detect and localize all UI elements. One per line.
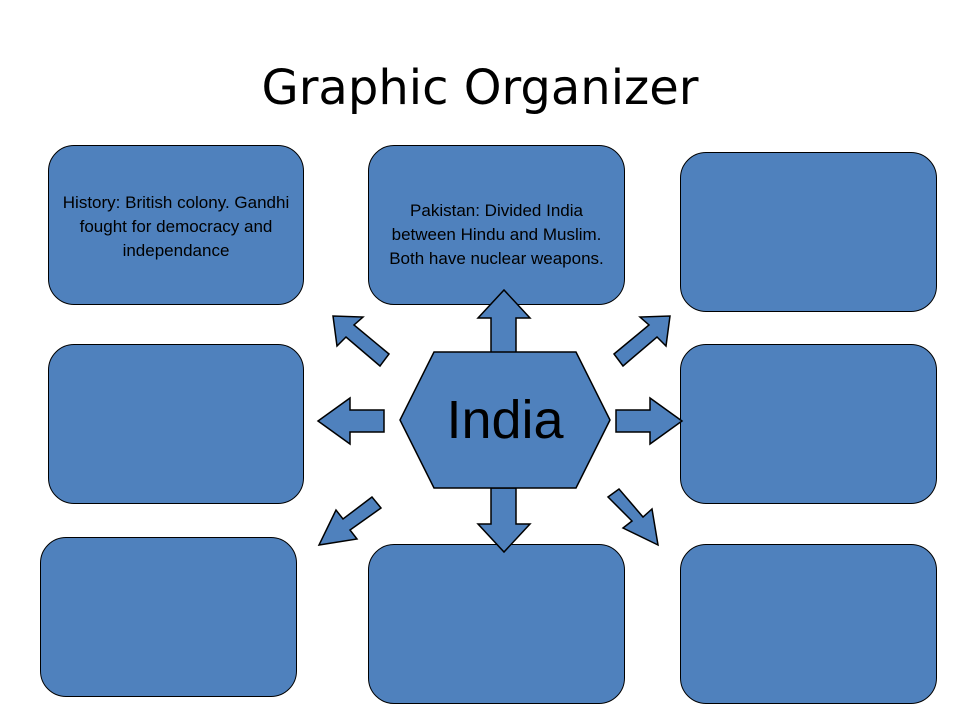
arrow-down [476, 487, 532, 554]
box-top-center[interactable]: Pakistan: Divided India between Hindu an… [368, 145, 625, 305]
arrow-upper-left [332, 315, 391, 368]
arrow-lower-left [317, 495, 383, 546]
arrow-upper-right [612, 315, 671, 368]
arrow-right [615, 396, 684, 446]
center-label[interactable]: India [446, 390, 564, 450]
box-bottom-right[interactable] [680, 544, 937, 704]
arrow-lower-right [606, 487, 659, 547]
box-top-center-text: Pakistan: Divided India between Hindu an… [389, 201, 604, 268]
box-middle-right[interactable] [680, 344, 937, 504]
box-top-left-text: History: British colony. Gandhi fought f… [62, 193, 290, 260]
arrow-up [476, 288, 532, 357]
box-top-right[interactable] [680, 152, 937, 312]
page-title: Graphic Organizer [261, 60, 699, 116]
box-bottom-left[interactable] [40, 537, 297, 697]
box-bottom-center[interactable] [368, 544, 625, 704]
arrow-left [316, 396, 385, 446]
box-middle-left[interactable] [48, 344, 304, 504]
box-top-left[interactable]: History: British colony. Gandhi fought f… [48, 145, 304, 305]
center-hexagon [399, 351, 611, 489]
